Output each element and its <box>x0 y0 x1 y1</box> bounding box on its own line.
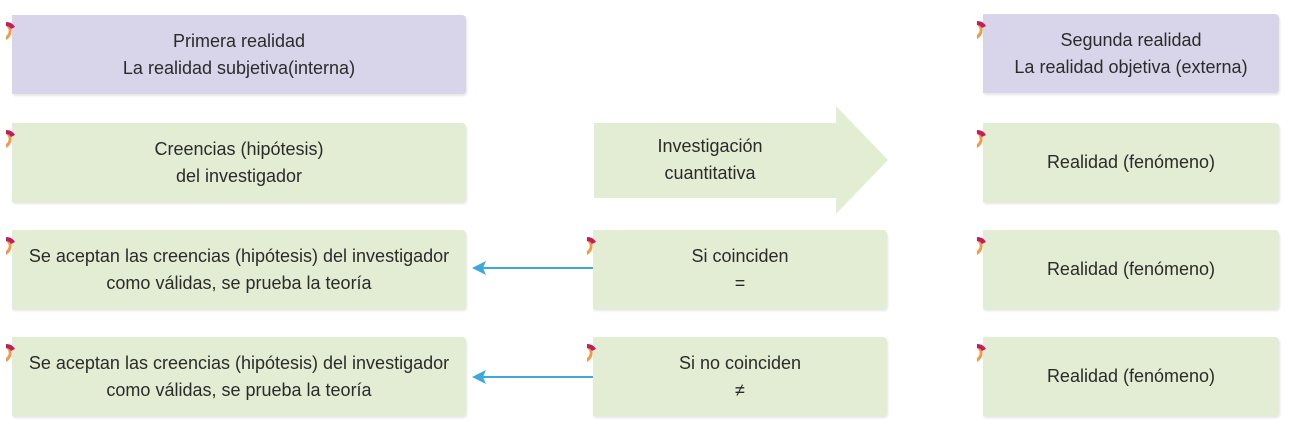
not-equals-sign: ≠ <box>735 379 745 400</box>
creencias-box: Creencias (hipótesis) del investigador <box>12 123 466 202</box>
primera-realidad-title: Primera realidad <box>172 30 306 51</box>
accept-2-line-1: Se aceptan las creencias (hipótesis) del… <box>28 352 450 373</box>
investigacion-line-2: cuantitativa <box>664 163 756 183</box>
connector-arrow-2 <box>472 370 593 384</box>
accept-1-line-1: Se aceptan las creencias (hipótesis) del… <box>28 245 450 266</box>
investigacion-arrow-label: Investigación cuantitativa <box>594 130 826 190</box>
realidad-fenomeno-label: Realidad (fenómeno) <box>1046 259 1216 279</box>
accept-2-line-2: como válidas, se prueba la teoría <box>106 379 372 400</box>
realidad-fenomeno-label: Realidad (fenómeno) <box>1046 366 1216 386</box>
investigacion-line-1: Investigación <box>657 136 763 156</box>
si-coinciden-box: Si coinciden = <box>593 230 887 309</box>
segunda-realidad-box: Segunda realidad La realidad objetiva (e… <box>983 14 1279 93</box>
primera-realidad-subtitle: La realidad subjetiva(interna) <box>122 57 356 78</box>
accept-1-line-2: como válidas, se prueba la teoría <box>106 272 372 293</box>
si-no-coinciden-box: Si no coinciden ≠ <box>593 337 887 416</box>
realidad-fenomeno-box-3: Realidad (fenómeno) <box>983 337 1279 416</box>
arrowhead-left-icon <box>472 261 486 275</box>
si-coinciden-label: Si coinciden <box>691 245 789 266</box>
segunda-realidad-title: Segunda realidad <box>1060 29 1202 50</box>
realidad-fenomeno-box-2: Realidad (fenómeno) <box>983 230 1279 309</box>
primera-realidad-box: Primera realidad La realidad subjetiva(i… <box>12 15 466 94</box>
creencias-line-2: del investigador <box>175 165 303 186</box>
realidad-fenomeno-box-1: Realidad (fenómeno) <box>983 123 1279 202</box>
creencias-line-1: Creencias (hipótesis) <box>154 138 324 159</box>
si-no-coinciden-label: Si no coinciden <box>678 352 802 373</box>
arrowhead-left-icon <box>472 370 486 384</box>
realidad-fenomeno-label: Realidad (fenómeno) <box>1046 152 1216 172</box>
connector-arrow-1 <box>472 261 593 275</box>
segunda-realidad-subtitle: La realidad objetiva (externa) <box>1014 56 1248 77</box>
accept-box-2: Se aceptan las creencias (hipótesis) del… <box>12 337 466 416</box>
equals-sign: = <box>734 272 746 293</box>
accept-box-1: Se aceptan las creencias (hipótesis) del… <box>12 230 466 309</box>
